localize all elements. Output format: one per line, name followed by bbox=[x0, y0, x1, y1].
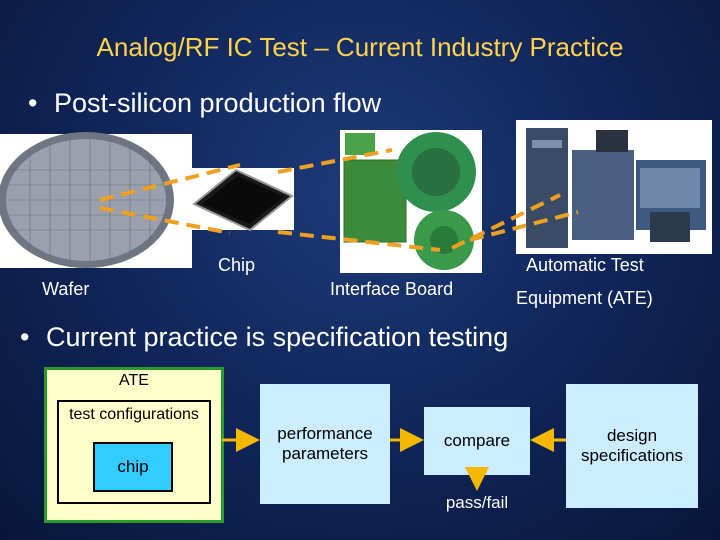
bullet-text: Current practice is specification testin… bbox=[46, 322, 509, 352]
performance-parameters-block: performance parameters bbox=[260, 384, 390, 504]
chip-block: chip bbox=[93, 442, 173, 492]
ate-label-line2: Equipment (ATE) bbox=[516, 288, 653, 308]
dashed-connectors bbox=[99, 148, 579, 252]
bullet-dot: • bbox=[28, 88, 38, 118]
interface-board-label: Interface Board bbox=[330, 279, 454, 299]
bullet-text: Post-silicon production flow bbox=[54, 88, 382, 118]
bullet-production-flow: • Post-silicon production flow bbox=[28, 88, 381, 119]
wafer-label: Wafer bbox=[42, 279, 90, 299]
pass-fail-label: pass/fail bbox=[445, 493, 509, 512]
test-config-label: test configurations bbox=[69, 406, 199, 423]
ate-block: ATE test configurations chip bbox=[44, 367, 224, 523]
compare-block: compare bbox=[424, 407, 530, 475]
bullet-spec-testing: • Current practice is specification testi… bbox=[20, 322, 508, 353]
wafer-photo bbox=[0, 132, 192, 268]
ate-block-label: ATE bbox=[119, 372, 149, 389]
test-config-block: test configurations chip bbox=[57, 400, 211, 504]
chip-label: Chip bbox=[218, 255, 256, 275]
slide-title: Analog/RF IC Test – Current Industry Pra… bbox=[96, 32, 624, 62]
chip-photo bbox=[192, 168, 294, 232]
bullet-dot: • bbox=[20, 322, 30, 352]
ate-label-line1: Automatic Test bbox=[526, 255, 644, 275]
ate-photo bbox=[516, 120, 712, 254]
design-specifications-block: design specifications bbox=[566, 384, 698, 508]
